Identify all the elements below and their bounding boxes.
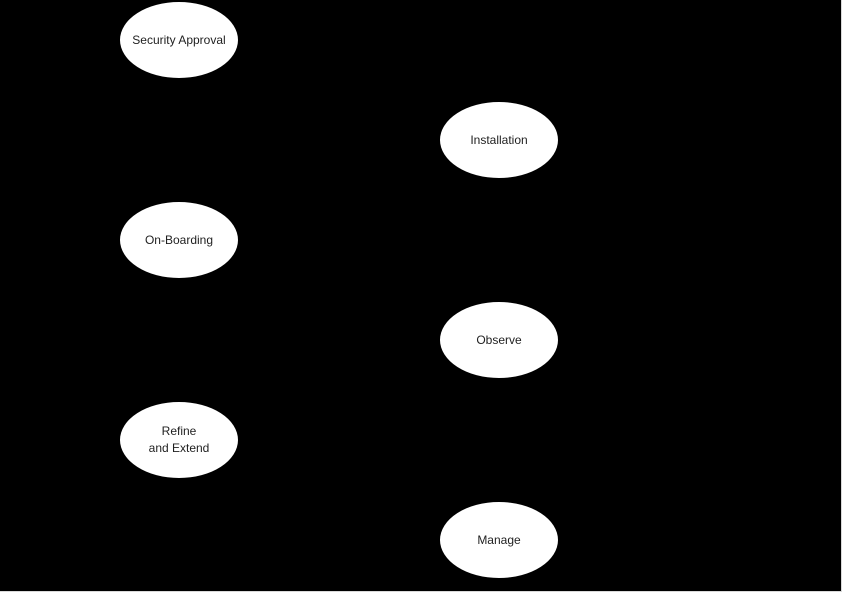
node-refine-and-extend-label: Refine and Extend (148, 424, 210, 455)
node-on-boarding[interactable]: On-Boarding (119, 201, 239, 279)
node-security-approval-label: Security Approval (132, 32, 226, 47)
node-observe[interactable]: Observe (439, 301, 559, 379)
node-observe-label: Observe (476, 332, 522, 347)
node-refine-and-extend[interactable]: Refine and Extend (119, 401, 239, 479)
node-manage-label: Manage (477, 532, 521, 547)
node-installation[interactable]: Installation (439, 101, 559, 179)
node-installation-label: Installation (470, 132, 528, 147)
node-manage[interactable]: Manage (439, 501, 559, 579)
node-security-approval[interactable]: Security Approval (119, 1, 239, 79)
node-on-boarding-label: On-Boarding (144, 232, 214, 247)
